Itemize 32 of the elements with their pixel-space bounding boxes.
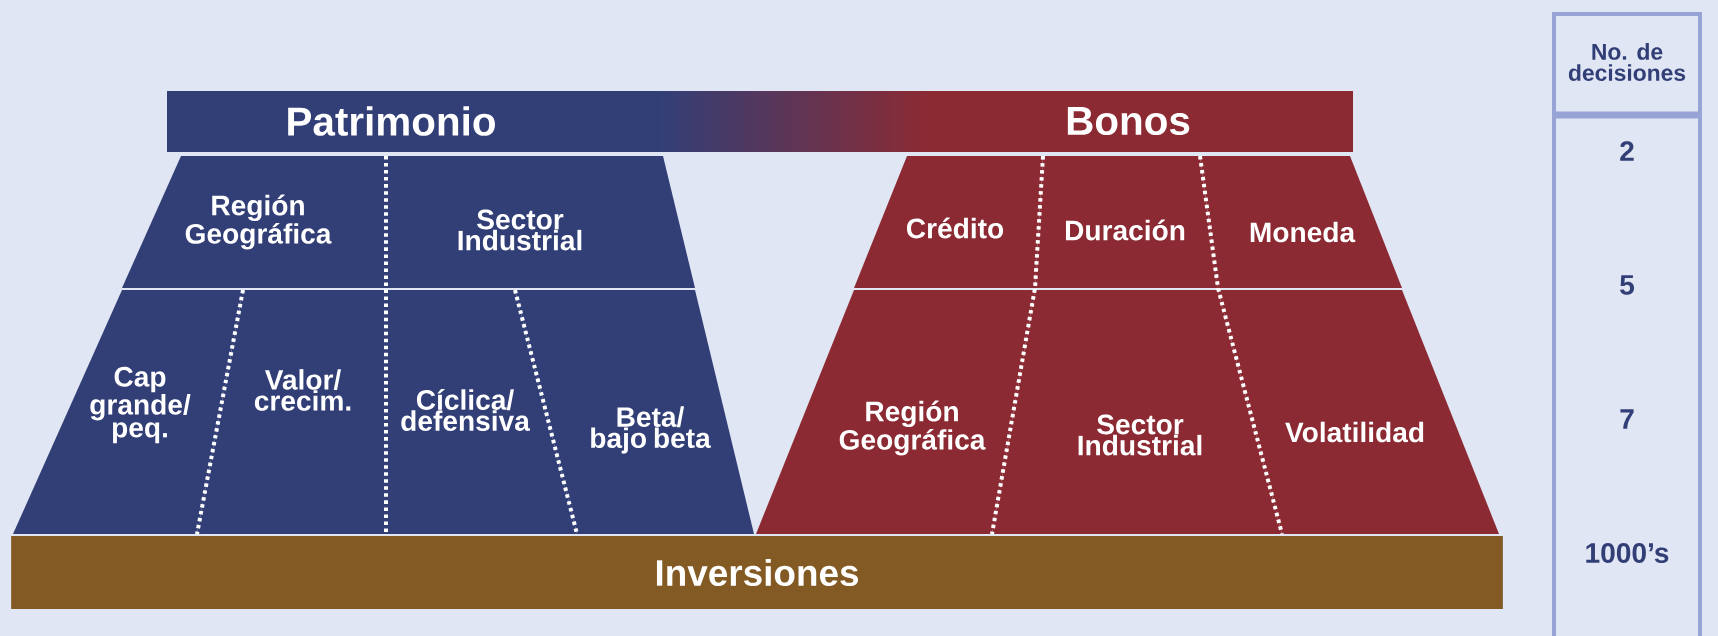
header-bar: Patrimonio Bonos	[167, 91, 1353, 152]
node-label: Región Geográfica	[185, 194, 332, 250]
cell: Cap grande/ peq.	[13, 290, 243, 534]
node-label: Bonos	[1067, 106, 1190, 136]
cell: Moneda	[1200, 156, 1402, 288]
node-label: Valor/crecim.	[254, 369, 351, 411]
node-label: Patrimonio	[288, 106, 495, 136]
cell: Crédito	[854, 156, 1043, 288]
base-bar: Inversiones	[11, 536, 1503, 609]
node-label: Sector Industrial	[1078, 414, 1202, 456]
cell: Duración	[1035, 156, 1218, 288]
decision-count: 5	[1620, 275, 1635, 295]
node-label: Volatilidad	[1285, 421, 1424, 443]
decision-count: 7	[1620, 409, 1634, 429]
node-label: Moneda	[1250, 221, 1356, 243]
cell: Volatilidad	[1218, 290, 1499, 534]
cell: Valor/crecim.	[197, 290, 386, 534]
cell: Sector Industrial	[992, 290, 1282, 534]
decision-count: 1000’s	[1586, 543, 1669, 563]
cell: Cíclica/ defensiva	[386, 290, 577, 534]
node-label: Sector Industrial	[458, 209, 582, 251]
node-label: Crédito	[906, 217, 1004, 239]
decision-column	[1552, 12, 1702, 636]
cell: Sector Industrial	[386, 156, 695, 288]
column-header: No. de decisiones	[1568, 43, 1686, 81]
node-label: Región Geográfica	[839, 400, 986, 456]
decision-count: 2	[1620, 141, 1634, 161]
node-label: Duración	[1065, 219, 1185, 241]
cell: Región Geográfica	[122, 156, 386, 288]
cell: Región Geográfica	[756, 290, 1035, 534]
node-label: Beta/ bajo beta	[591, 406, 711, 454]
node-label: Cap grande/ peq.	[90, 366, 191, 444]
